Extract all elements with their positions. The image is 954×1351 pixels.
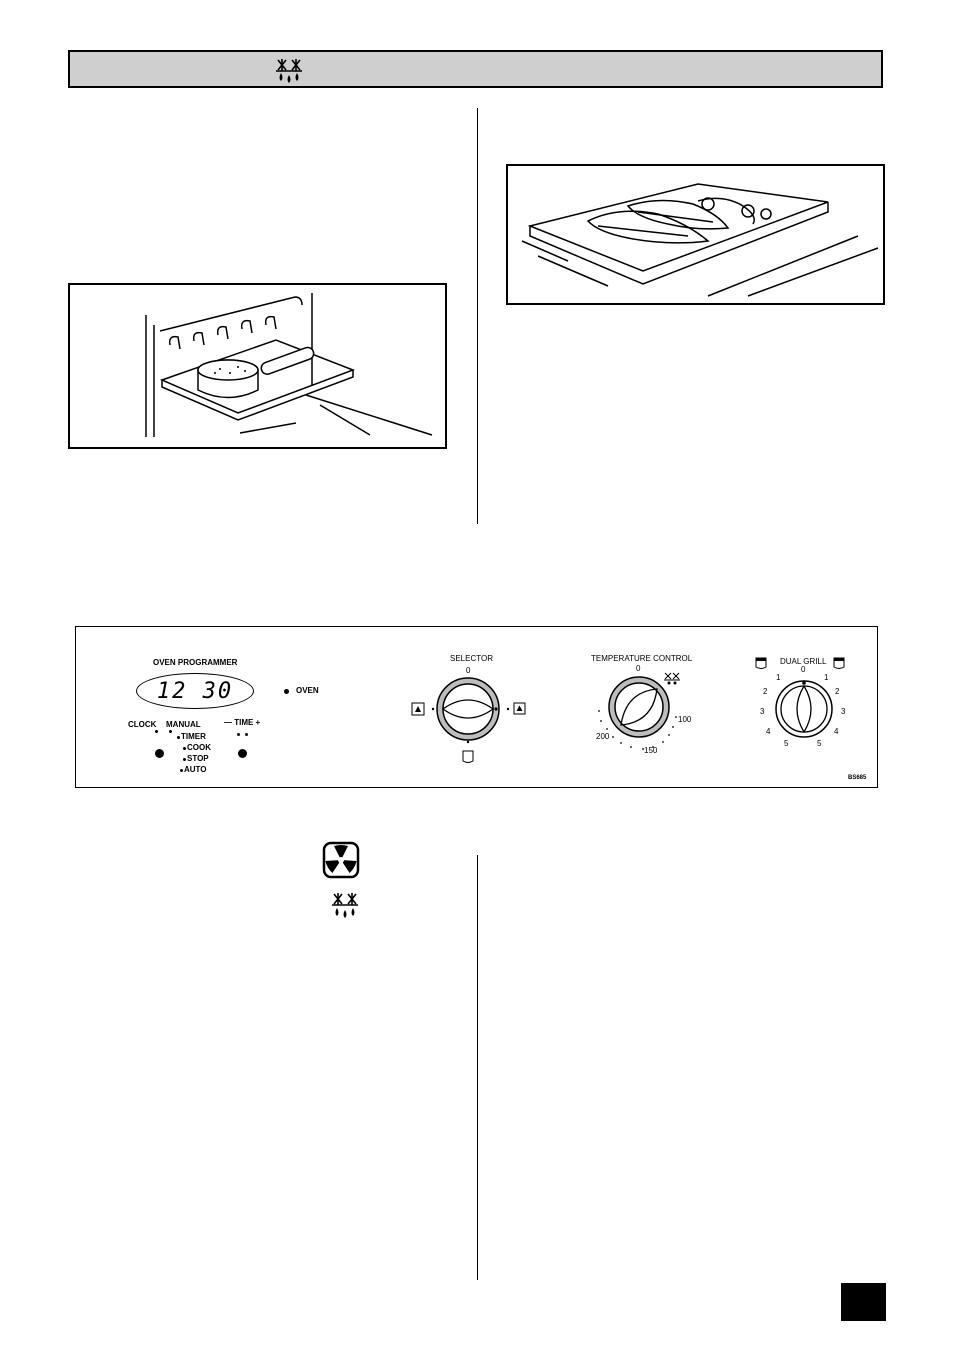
- cook-dot: [183, 747, 186, 750]
- auto-label: AUTO: [184, 765, 207, 774]
- grill-mark-1-left: 1: [776, 673, 781, 682]
- programmer-title: OVEN PROGRAMMER: [153, 658, 238, 667]
- selector-title: SELECTOR: [450, 654, 493, 663]
- page-number-box: [841, 1283, 886, 1321]
- grill-pan-illustration: [521, 183, 879, 297]
- stop-label: STOP: [187, 754, 209, 763]
- column-divider-top: [477, 108, 478, 524]
- grill-mark-4-left: 4: [766, 727, 771, 736]
- grill-mark-4-right: 4: [834, 727, 839, 736]
- time-minus-dot: [237, 733, 240, 736]
- bottom-heat-icon: [462, 750, 474, 763]
- temperature-150-mark: 150: [644, 746, 658, 755]
- grill-mark-3-right: 3: [841, 707, 846, 716]
- time-plus-dot: [245, 733, 248, 736]
- programmer-right-button[interactable]: [238, 749, 247, 758]
- oven-indicator-label: OVEN: [296, 686, 319, 695]
- programmer-left-button[interactable]: [155, 749, 164, 758]
- grill-knob[interactable]: [772, 677, 836, 741]
- grill-mark-5-right: 5: [817, 739, 822, 748]
- temperature-200-mark: 200: [596, 732, 610, 741]
- section-header-bar: [68, 50, 883, 88]
- grill-mark-5-left: 5: [784, 739, 789, 748]
- programmer-display: 12 30: [136, 673, 254, 709]
- selector-knob[interactable]: [406, 669, 526, 765]
- oven-shelf-illustration: [145, 293, 433, 437]
- stop-dot: [183, 758, 186, 761]
- full-grill-icon: [833, 657, 845, 669]
- grill-mark-2-right: 2: [835, 687, 840, 696]
- temperature-knob[interactable]: [591, 667, 701, 757]
- half-grill-icon: [755, 657, 767, 669]
- fan-oven-icon: [322, 841, 360, 879]
- grill-mark-0: 0: [801, 665, 806, 674]
- column-divider-bottom: [477, 855, 478, 1280]
- defrost-mark-icon: [664, 672, 680, 685]
- grill-mark-1-right: 1: [824, 673, 829, 682]
- figure-grill-pan-fish: [506, 164, 885, 305]
- control-panel-diagram: OVEN PROGRAMMER 12 30 OVEN CLOCK MANUAL …: [75, 626, 878, 788]
- clock-dot: [155, 730, 158, 733]
- figure-oven-shelf-cake: [68, 283, 447, 449]
- timer-dot: [177, 736, 180, 739]
- selector-zero-mark: 0: [466, 666, 471, 675]
- fan-grill-icon: [513, 702, 526, 715]
- oven-indicator-light: [284, 689, 289, 694]
- grill-icons: [755, 657, 845, 669]
- clock-label: CLOCK: [128, 720, 157, 729]
- timer-label: TIMER: [181, 732, 206, 741]
- manual-dot: [169, 730, 172, 733]
- temperature-100-mark: 100: [678, 715, 692, 724]
- grill-mark-2-left: 2: [763, 687, 768, 696]
- grill-title: DUAL GRILL: [780, 657, 827, 666]
- grill-mark-3-left: 3: [760, 707, 765, 716]
- diagram-code: BS685: [848, 775, 867, 781]
- auto-dot: [180, 769, 183, 772]
- temperature-title: TEMPERATURE CONTROL: [591, 654, 693, 663]
- temperature-zero-mark: 0: [636, 664, 641, 673]
- defrost-icon: [332, 893, 358, 918]
- cook-label: COOK: [187, 743, 211, 752]
- fan-icon: [411, 702, 425, 716]
- time-label: — TIME +: [224, 718, 261, 727]
- defrost-icon: [276, 59, 302, 83]
- manual-label: MANUAL: [166, 720, 201, 729]
